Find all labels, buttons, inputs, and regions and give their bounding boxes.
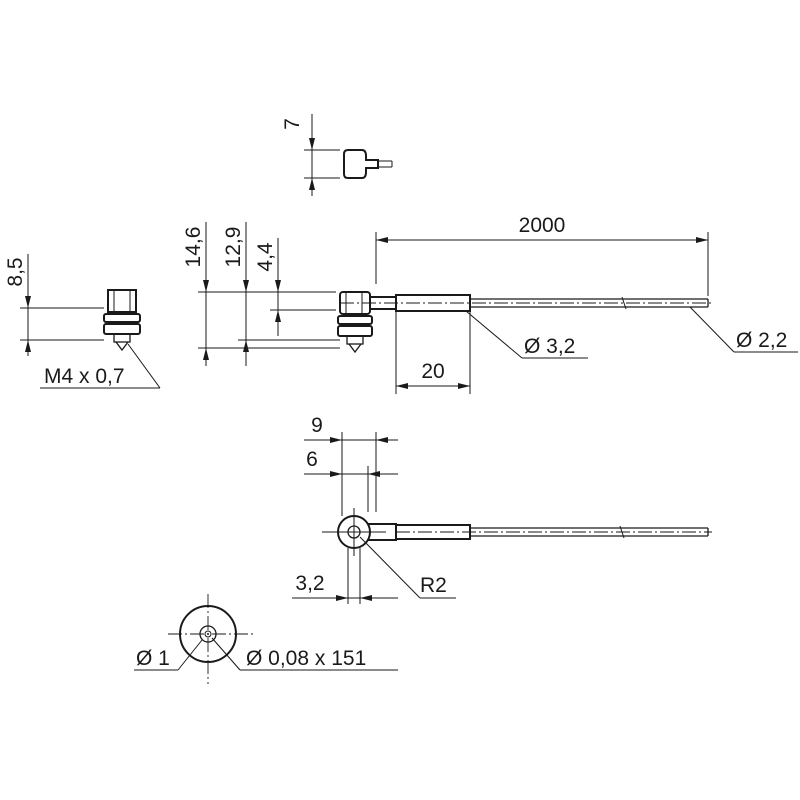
middle-side-view <box>198 222 798 394</box>
end-face-view <box>134 594 398 684</box>
dim-head-width: 9 <box>311 414 323 437</box>
dim-sleeve-length: 20 <box>421 360 444 383</box>
dim-head-offset: 6 <box>306 448 318 471</box>
dim-cable-diameter: Ø 2,2 <box>736 329 787 352</box>
dim-fiber-spec: Ø 0,08 x 151 <box>246 647 366 670</box>
dim-top-view-height: 7 <box>281 118 304 130</box>
dim-cable-length: 2000 <box>519 214 566 237</box>
dim-side-b2: 12,9 <box>222 227 245 268</box>
dim-side-b1: 14,6 <box>182 227 205 268</box>
dim-hole-spacing: 3,2 <box>295 572 324 595</box>
dim-thread: M4 x 0,7 <box>44 365 125 388</box>
top-head-view <box>304 114 393 196</box>
dim-sleeve-diameter: Ø 3,2 <box>524 335 575 358</box>
dim-end-face-diameter: Ø 1 <box>136 647 170 670</box>
dim-side-b3: 4,4 <box>254 242 277 272</box>
dim-radius: R2 <box>420 574 447 597</box>
left-side-view <box>20 254 161 389</box>
head-top-view <box>292 432 712 604</box>
dim-side-a: 8,5 <box>4 257 27 286</box>
